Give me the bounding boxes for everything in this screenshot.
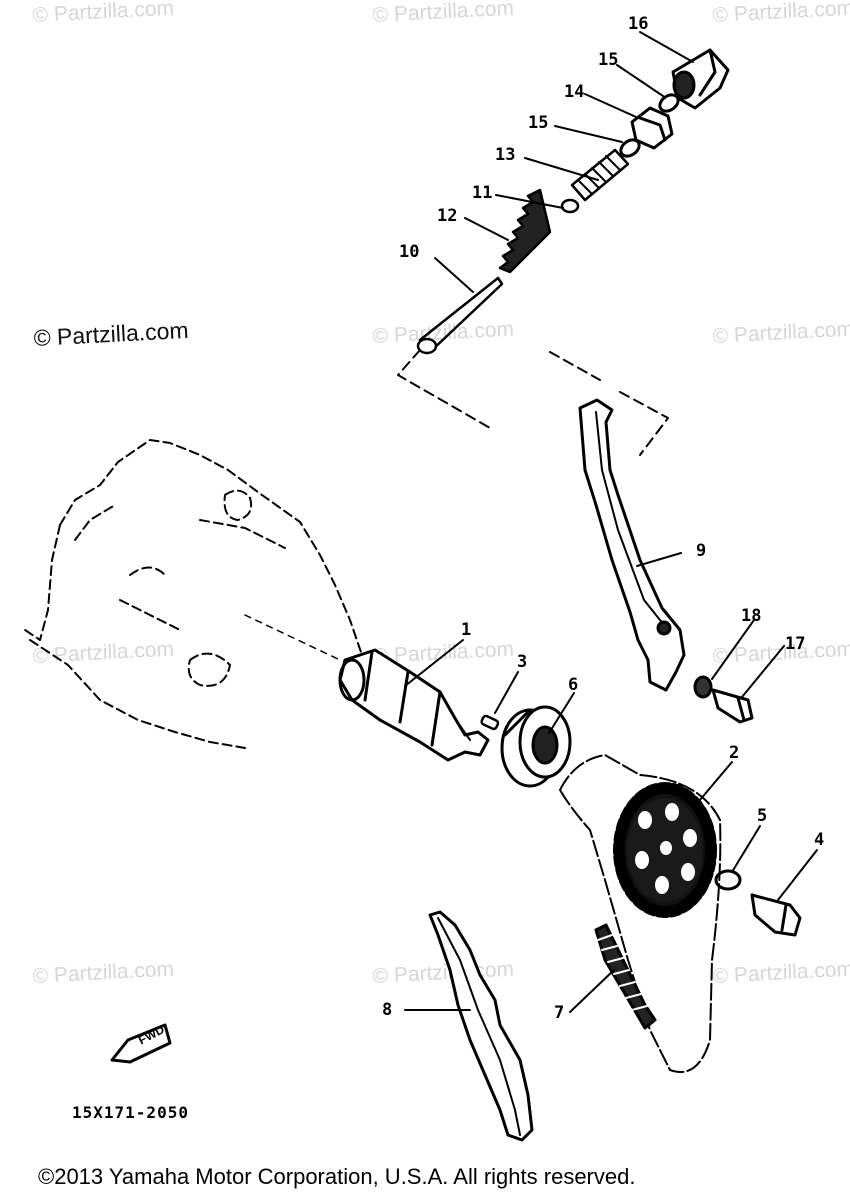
cam-hub-6 xyxy=(500,705,572,788)
leader-lines xyxy=(404,31,818,1013)
callout-10: 10 xyxy=(399,242,420,262)
callout-13: 13 xyxy=(495,145,516,165)
bolt-17 xyxy=(711,688,754,724)
tensioner-rod xyxy=(416,276,504,355)
callout-12: 12 xyxy=(437,206,458,226)
callout-7: 7 xyxy=(554,1003,565,1023)
fwd-arrow-icon xyxy=(110,1023,172,1064)
tensioner-spring xyxy=(498,188,552,274)
callout-2: 2 xyxy=(729,743,740,763)
cam-sprocket-2 xyxy=(613,782,717,918)
callout-9: 9 xyxy=(696,541,707,561)
washer-5 xyxy=(714,869,742,891)
cam-axis-line xyxy=(244,614,341,661)
nut-14 xyxy=(630,106,674,150)
callout-6: 6 xyxy=(568,675,579,695)
diagram-part-code: 15X171-2050 xyxy=(72,1103,189,1122)
chain-guide-8 xyxy=(428,910,534,1142)
callout-17: 17 xyxy=(785,634,806,654)
callout-1: 1 xyxy=(461,620,472,640)
callout-14: 14 xyxy=(564,82,585,102)
chain-guide-9 xyxy=(578,398,686,692)
assembly-bracket xyxy=(397,349,669,456)
callout-18: 18 xyxy=(741,606,762,626)
callout-5: 5 xyxy=(757,806,768,826)
callout-4: 4 xyxy=(814,830,825,850)
tensioner-body xyxy=(570,148,630,202)
dowel-pin-3 xyxy=(480,714,500,731)
callout-3: 3 xyxy=(517,652,528,672)
callout-15: 15 xyxy=(598,50,619,70)
washer-18 xyxy=(693,675,713,699)
copyright-notice: ©2013 Yamaha Motor Corporation, U.S.A. A… xyxy=(38,1164,636,1189)
bolt-4 xyxy=(750,893,802,937)
camshaft-1 xyxy=(338,648,490,762)
cam-chain-7 xyxy=(594,923,657,1030)
callout-15: 15 xyxy=(528,113,549,133)
callout-16: 16 xyxy=(628,14,649,34)
ring-11 xyxy=(560,198,580,214)
callout-11: 11 xyxy=(472,183,493,203)
callout-8: 8 xyxy=(382,1000,393,1020)
engine-case-outline xyxy=(24,439,363,749)
cap-bolt-16 xyxy=(671,48,730,110)
cam-chain-loop xyxy=(559,754,722,1073)
